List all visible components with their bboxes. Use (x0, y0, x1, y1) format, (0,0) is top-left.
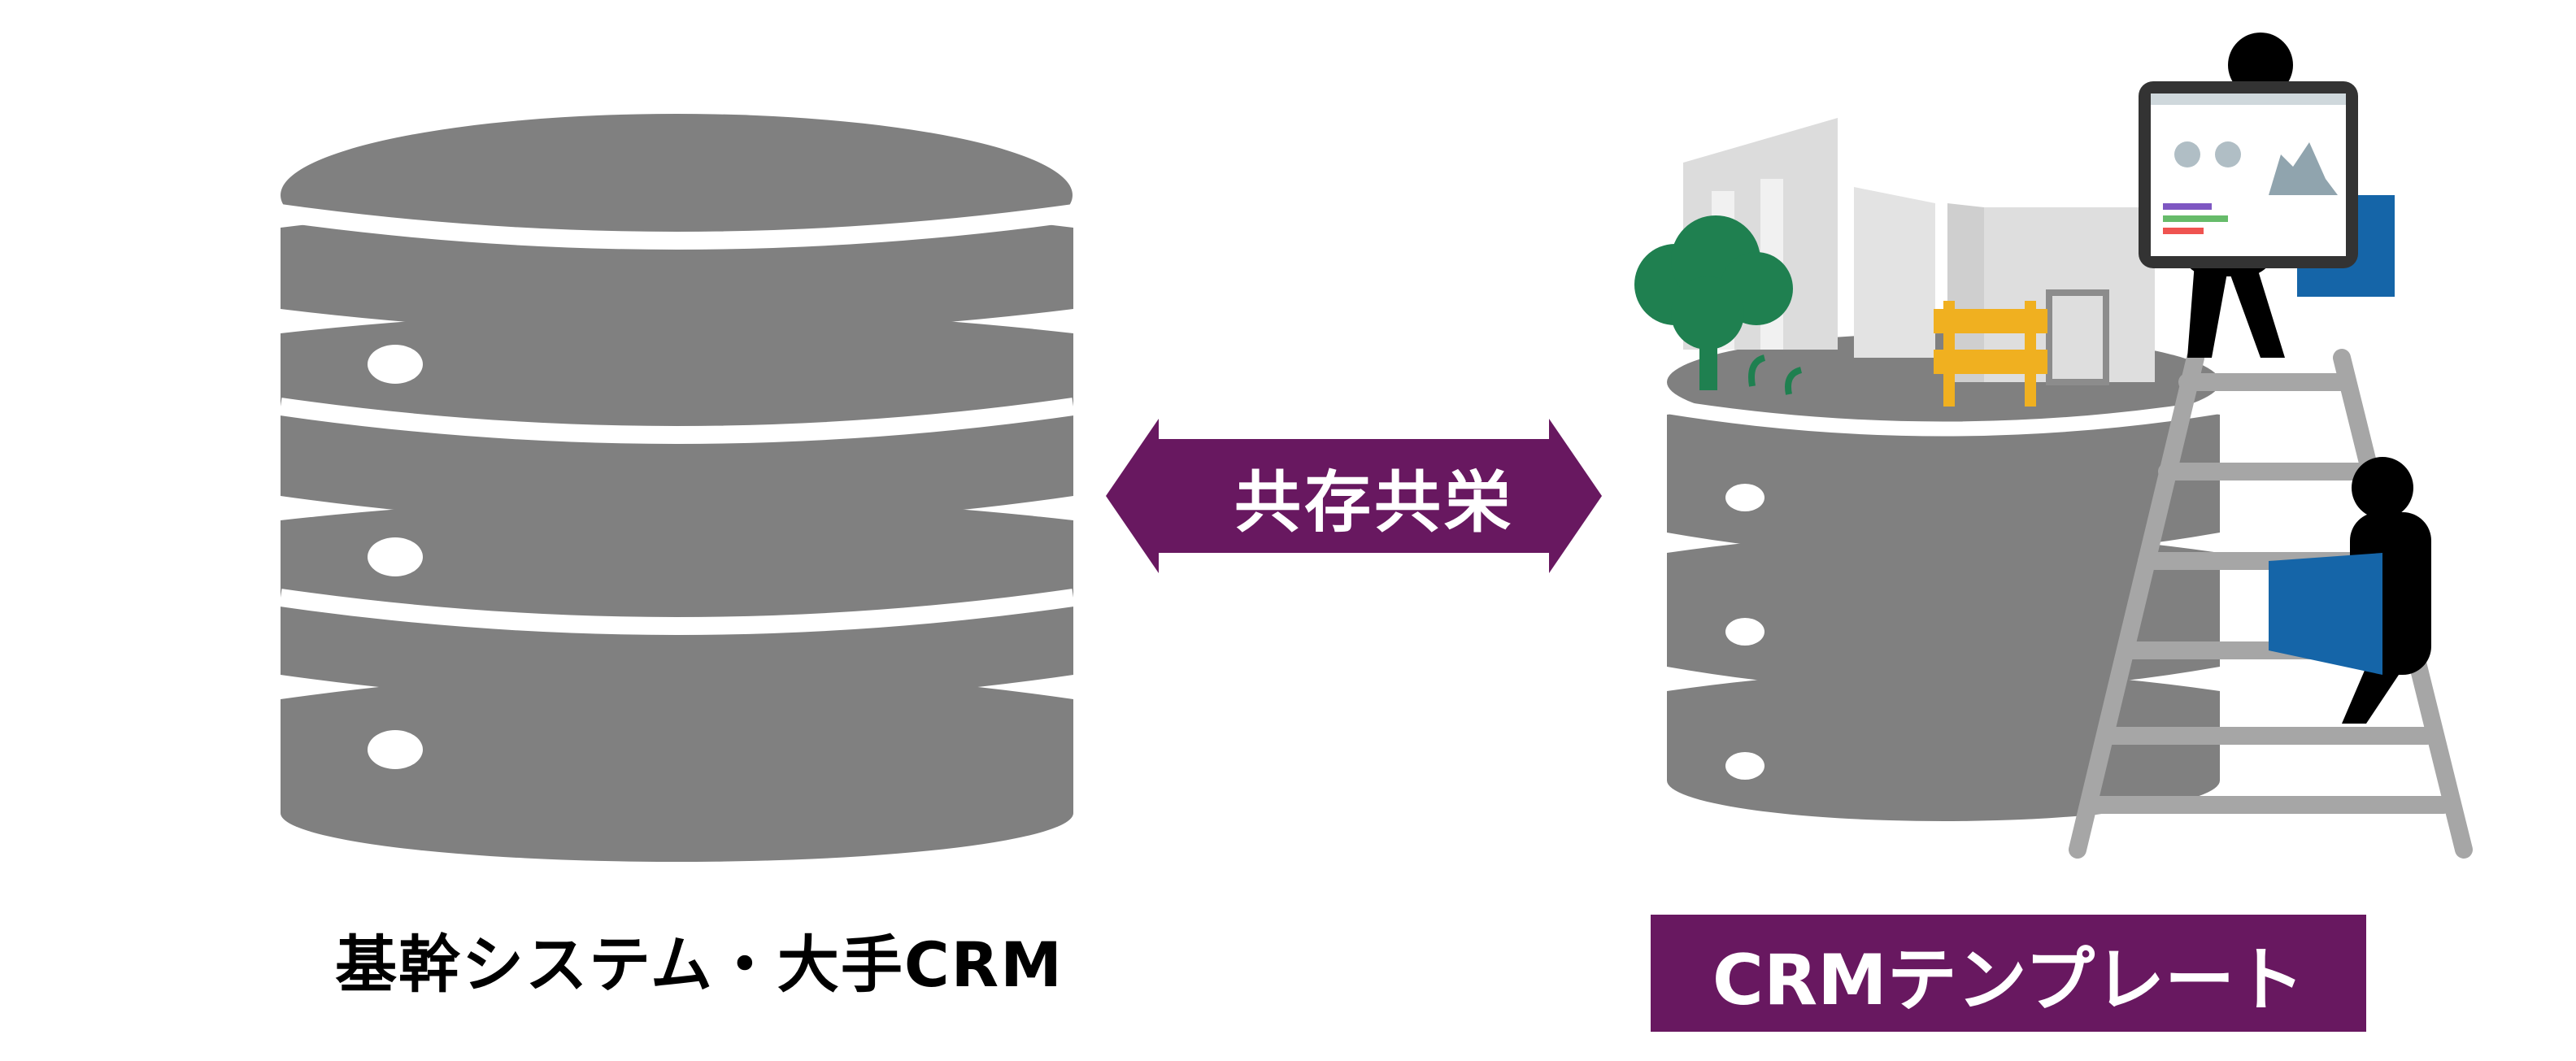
barrier-icon (1934, 301, 2047, 407)
double-arrow-icon (1106, 419, 1602, 573)
tree-icon (1634, 215, 1803, 395)
database-icon (279, 114, 1075, 863)
ladder-icon (2069, 349, 2473, 859)
panel-icon (2269, 553, 2382, 675)
tablet-dashboard-icon (2139, 81, 2358, 268)
core-systems-label: 基幹システム・大手CRM (335, 928, 1064, 1001)
coexistence-label: 共存共栄 (1234, 463, 1514, 541)
crm-template-label: CRMテンプレート (1651, 915, 2366, 1032)
